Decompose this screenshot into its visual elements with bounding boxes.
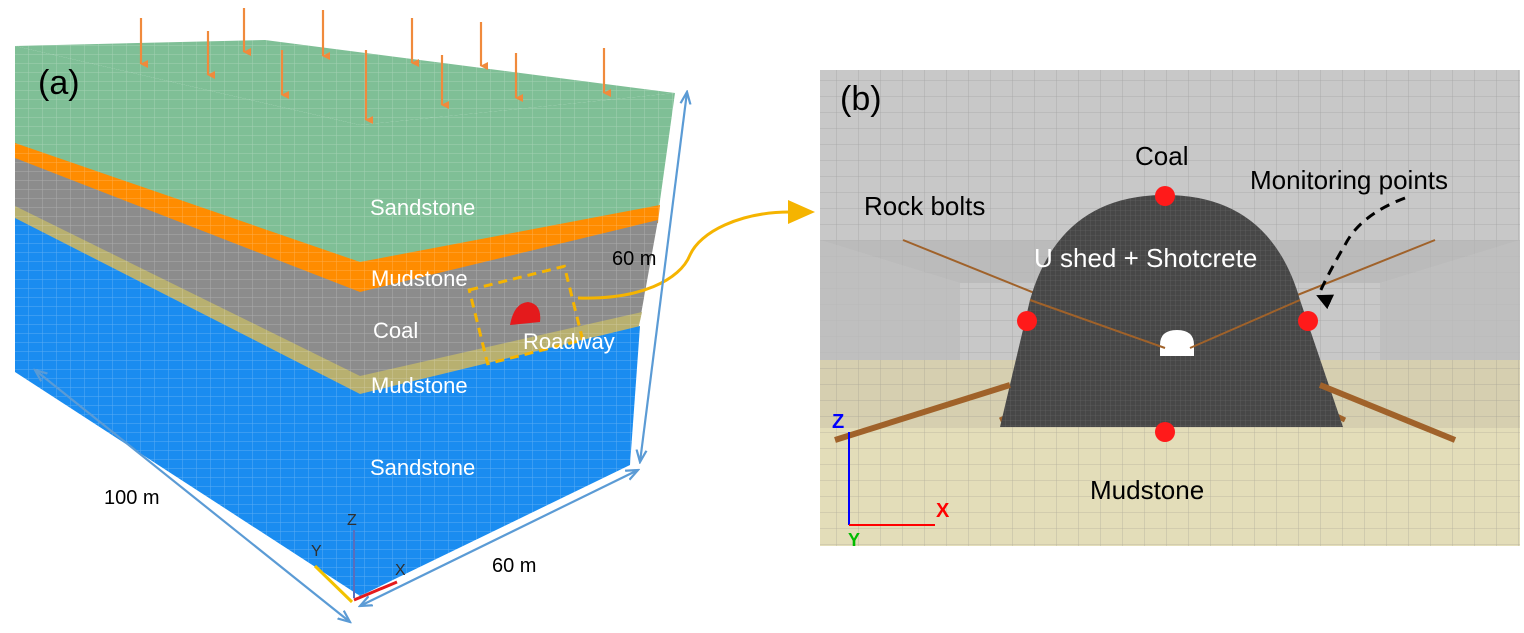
- rock-bolt: [1189, 299, 1301, 349]
- tunnel-opening: [1160, 330, 1194, 356]
- load-arrows: [139, 8, 611, 124]
- mudstone-label-b: Mudstone: [1090, 475, 1204, 505]
- monitoring-points-label: Monitoring points: [1250, 165, 1448, 195]
- roadway-callout-box: [467, 264, 585, 366]
- axis-z-label-a: Z: [347, 512, 357, 529]
- axis-x-line-a: [353, 580, 398, 602]
- roadway-shape: [510, 302, 541, 325]
- monitoring-point-left: [1017, 311, 1037, 331]
- mudstone-bottom-label: Mudstone: [371, 373, 468, 398]
- panel-a: (a) Sandstone Mudstone Coal Roadway Muds…: [15, 8, 815, 622]
- tunnel-right-wall: [1380, 240, 1520, 375]
- monitoring-point-bottom: [1155, 422, 1175, 442]
- coal-label: Coal: [373, 318, 418, 343]
- roadway-label: Roadway: [523, 329, 615, 354]
- axis-z-label-b: Z: [832, 411, 844, 433]
- dimension-length-arrow: [35, 370, 350, 622]
- panel-b: (b) Coal Rock bolts Monitoring points U …: [820, 70, 1520, 550]
- sandstone-bottom-label: Sandstone: [370, 455, 475, 480]
- dimension-height-label: 60 m: [612, 248, 656, 270]
- monitoring-point-top: [1155, 186, 1175, 206]
- panel-b-tag: (b): [840, 80, 882, 118]
- axis-x-label-a: X: [395, 562, 406, 579]
- rock-bolts-label: Rock bolts: [864, 191, 985, 221]
- panel-a-tag: (a): [38, 64, 80, 102]
- sandstone-top-label: Sandstone: [370, 195, 475, 220]
- dimension-length-label: 100 m: [104, 487, 160, 509]
- coal-label-b: Coal: [1135, 141, 1188, 171]
- monitoring-pointer: [1316, 196, 1406, 310]
- mudstone-top-label: Mudstone: [371, 266, 468, 291]
- axis-y-label-b: Y: [848, 530, 860, 550]
- rock-bolt: [1029, 299, 1166, 349]
- callout-arrowhead: [788, 200, 815, 224]
- axis-y-line-a: [313, 564, 354, 604]
- support-label: U shed + Shotcrete: [1034, 243, 1257, 273]
- monitoring-point-right: [1298, 311, 1318, 331]
- dimension-width-arrow: [360, 470, 638, 606]
- axis-x-label-b: X: [936, 500, 950, 522]
- tunnel-left-wall: [820, 240, 960, 375]
- rock-bolt: [834, 382, 1011, 443]
- axis-y-label-a: Y: [311, 543, 322, 560]
- dimension-width-label: 60 m: [492, 555, 536, 577]
- rock-bolt: [1318, 382, 1457, 443]
- dimension-height-arrow: [640, 92, 687, 462]
